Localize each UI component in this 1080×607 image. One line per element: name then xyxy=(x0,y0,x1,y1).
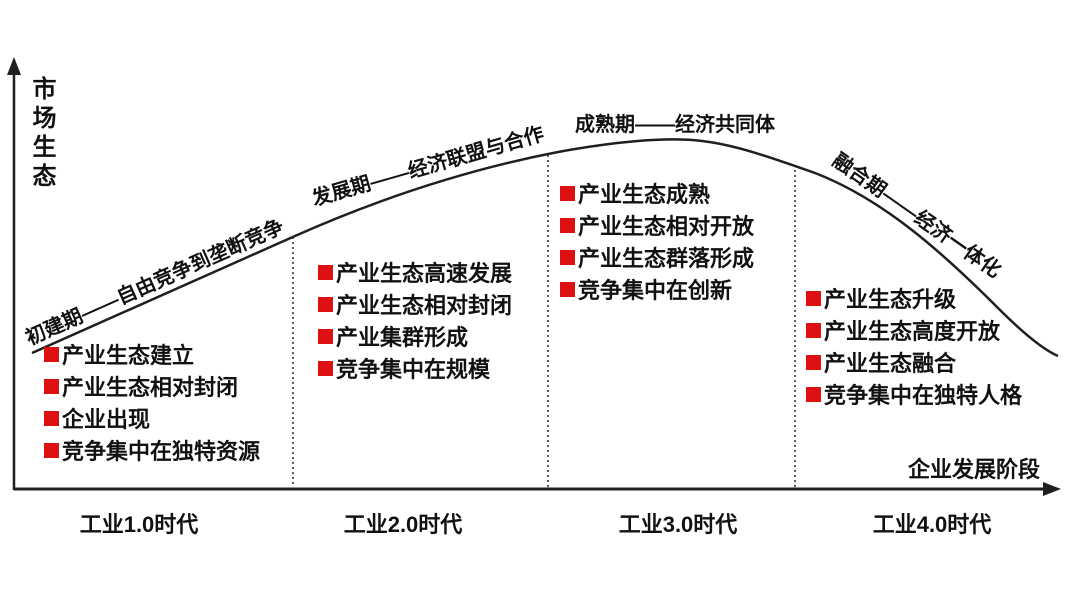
bullet-square-icon xyxy=(806,354,821,370)
bullet-square-icon xyxy=(44,378,59,394)
x-axis-arrow-icon xyxy=(1043,482,1061,496)
list-item: 产业生态高度开放 xyxy=(806,314,1022,346)
list-item: 产业生态相对封闭 xyxy=(44,370,260,402)
stage-3-bullet-list: 产业生态成熟 产业生态相对开放 产业生态群落形成 竞争集中在创新 xyxy=(560,177,754,305)
era-label-industry-1: 工业1.0时代 xyxy=(79,512,199,537)
list-item: 产业生态升级 xyxy=(806,282,1022,314)
list-item: 产业生态高速发展 xyxy=(318,256,512,288)
bullet-square-icon xyxy=(318,296,333,312)
x-axis-label: 企业发展阶段 xyxy=(908,457,1041,482)
list-item: 产业生态群落形成 xyxy=(560,241,754,273)
list-item: 竞争集中在创新 xyxy=(560,273,754,305)
list-item: 竞争集中在规模 xyxy=(318,352,512,384)
bullet-text: 产业集群形成 xyxy=(336,325,469,350)
bullet-square-icon xyxy=(806,386,821,402)
list-item: 竞争集中在独特人格 xyxy=(806,378,1022,410)
list-item: 产业生态相对开放 xyxy=(560,209,754,241)
list-item: 产业生态相对封闭 xyxy=(318,288,512,320)
bullet-square-icon xyxy=(806,290,821,306)
bullet-square-icon xyxy=(44,442,59,458)
bullet-square-icon xyxy=(318,328,333,344)
list-item: 产业集群形成 xyxy=(318,320,512,352)
bullet-square-icon xyxy=(560,217,575,233)
bullet-text: 产业生态建立 xyxy=(62,343,195,368)
bullet-text: 企业出现 xyxy=(62,407,151,432)
list-item: 产业生态建立 xyxy=(44,338,260,370)
bullet-square-icon xyxy=(44,410,59,426)
bullet-text: 产业生态高度开放 xyxy=(824,319,1001,344)
bullet-text: 竞争集中在独特资源 xyxy=(62,439,261,464)
bullet-square-icon xyxy=(44,346,59,362)
bullet-square-icon xyxy=(560,249,575,265)
bullet-text: 产业生态融合 xyxy=(824,351,957,376)
era-label-industry-4: 工业4.0时代 xyxy=(872,512,992,537)
list-item: 产业生态成熟 xyxy=(560,177,754,209)
era-label-industry-3: 工业3.0时代 xyxy=(618,512,738,537)
phase-label-maturity-period: 成熟期——经济共同体 xyxy=(575,114,775,136)
bullet-square-icon xyxy=(318,264,333,280)
bullet-text: 产业生态成熟 xyxy=(578,182,711,207)
bullet-text: 竞争集中在独特人格 xyxy=(824,383,1023,408)
bullet-square-icon xyxy=(560,281,575,297)
bullet-text: 产业生态升级 xyxy=(824,287,957,312)
bullet-square-icon xyxy=(806,322,821,338)
stage-4-bullet-list: 产业生态升级 产业生态高度开放 产业生态融合 竞争集中在独特人格 xyxy=(806,282,1022,410)
era-label-industry-2: 工业2.0时代 xyxy=(343,512,463,537)
bullet-text: 竞争集中在创新 xyxy=(578,278,733,303)
list-item: 企业出现 xyxy=(44,402,260,434)
bullet-square-icon xyxy=(560,185,575,201)
bullet-text: 产业生态相对开放 xyxy=(578,214,755,239)
bullet-text: 产业生态相对封闭 xyxy=(62,375,239,400)
stage-2-bullet-list: 产业生态高速发展 产业生态相对封闭 产业集群形成 竞争集中在规模 xyxy=(318,256,512,384)
bullet-square-icon xyxy=(318,360,333,376)
list-item: 竞争集中在独特资源 xyxy=(44,434,260,466)
bullet-text: 产业生态相对封闭 xyxy=(336,293,513,318)
y-axis-label: 市场生态 xyxy=(28,76,55,192)
stage-1-bullet-list: 产业生态建立 产业生态相对封闭 企业出现 竞争集中在独特资源 xyxy=(44,338,260,466)
y-axis-arrow-icon xyxy=(7,57,21,75)
lifecycle-curve xyxy=(31,138,1059,358)
list-item: 产业生态融合 xyxy=(806,346,1022,378)
bullet-text: 产业生态群落形成 xyxy=(578,246,755,271)
bullet-text: 产业生态高速发展 xyxy=(336,261,513,286)
bullet-text: 竞争集中在规模 xyxy=(336,357,491,382)
